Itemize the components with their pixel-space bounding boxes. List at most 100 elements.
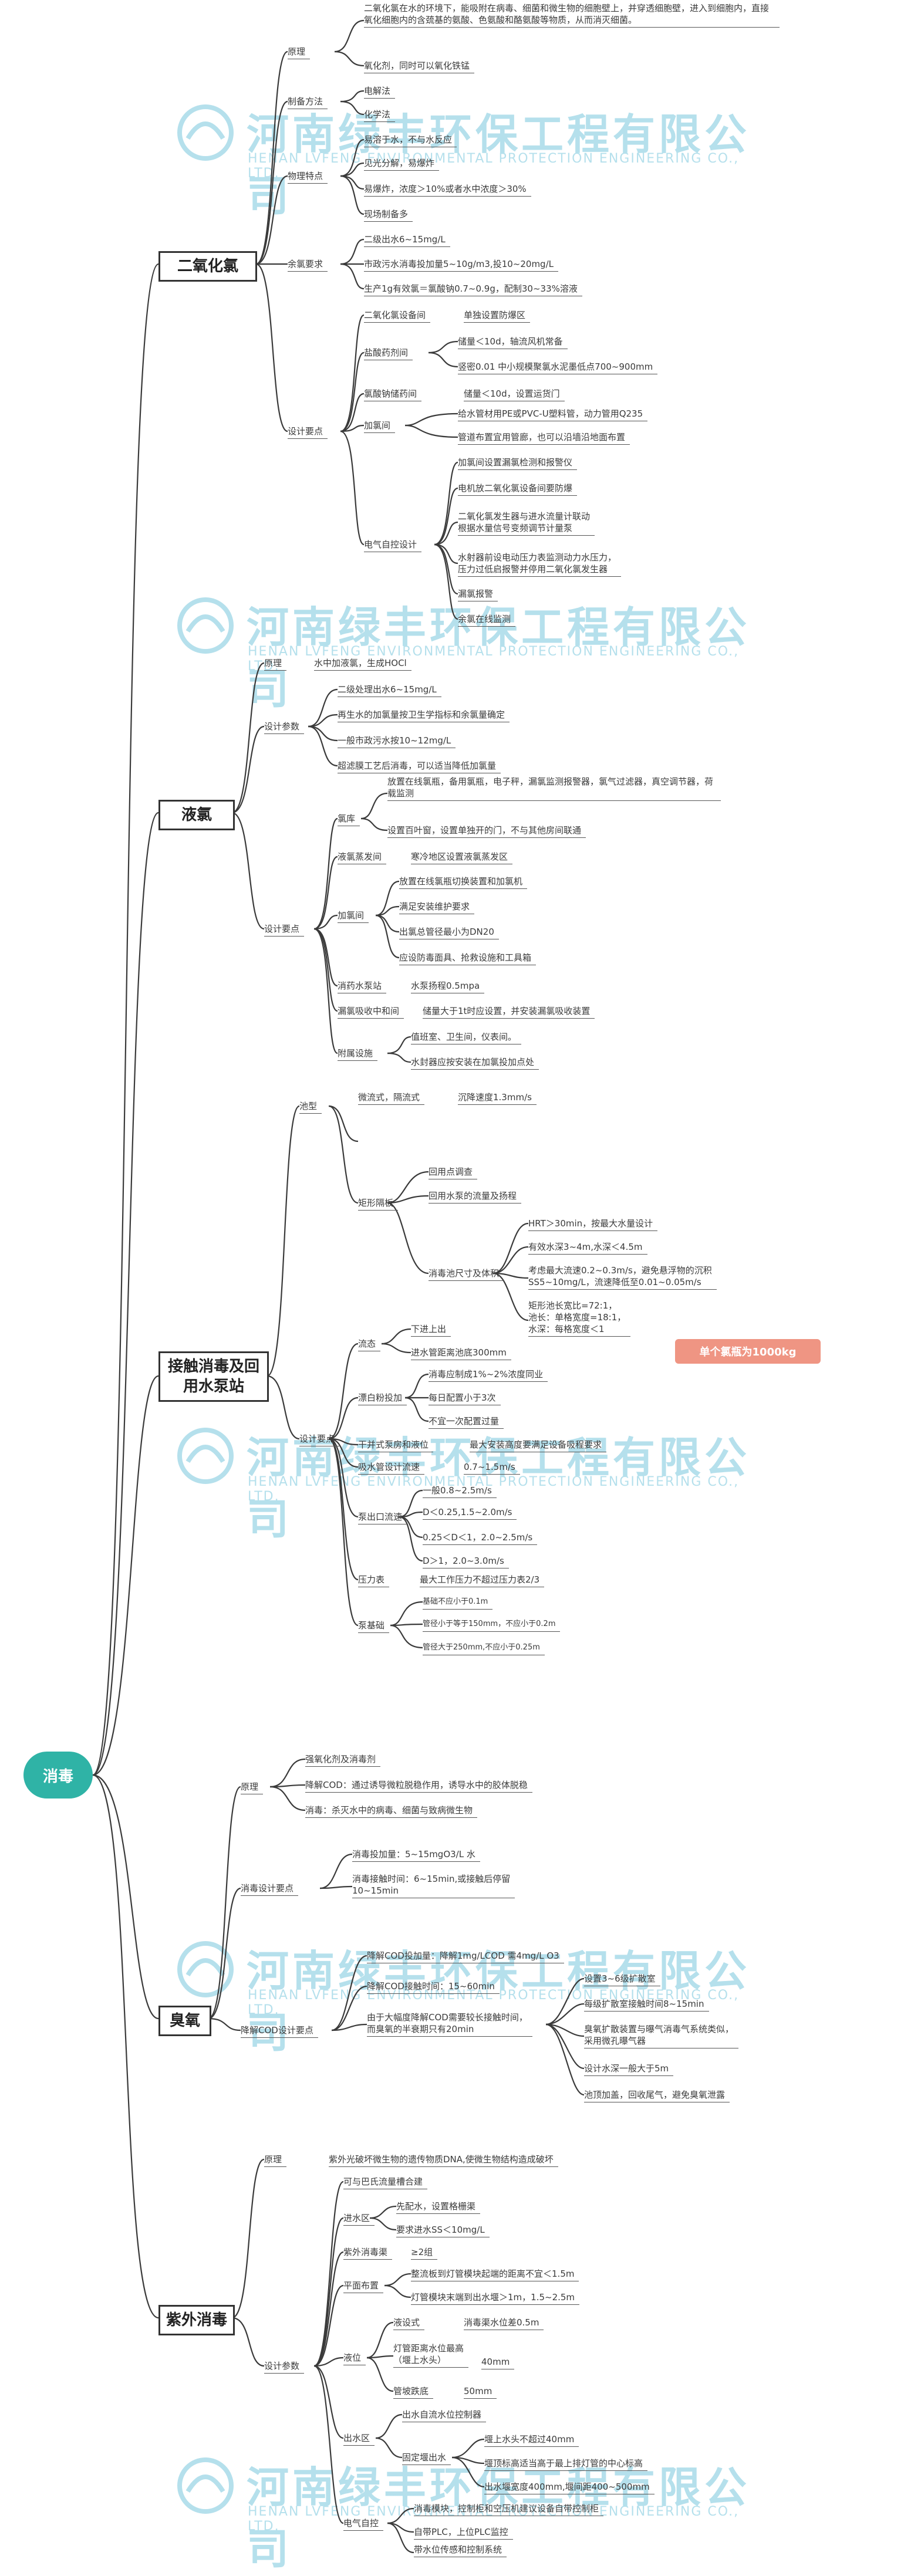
node-leak-absorb[interactable]: 漏氯吸收中和间: [338, 1005, 404, 1019]
node-electrical[interactable]: 电气自控: [343, 2517, 384, 2531]
leaf-physical-4: 现场制备多: [364, 208, 413, 222]
node-hcl-room[interactable]: 盐酸药剂间: [364, 347, 413, 360]
leaf-ozone-sub-1: 设置3~6级扩散室: [584, 1973, 660, 1986]
leaf-ozone-sub-5: 池顶加盖，回收尾气，避免臭氧泄露: [584, 2089, 730, 2102]
node-chlorine-store[interactable]: 氯库: [338, 813, 360, 826]
leaf-uv-elec-3: 带水位传感和控制系统: [414, 2544, 507, 2557]
leaf-bleach-2: 每日配置小于3次: [429, 1392, 501, 1405]
leaf-uv-flume: 可与巴氏流量槽合建: [343, 2176, 428, 2189]
leaf-aux-2: 水封器应按安装在加氯投加点处: [411, 1056, 539, 1070]
leaf-principle-text: 水中加液氯，生成HOCl: [314, 657, 411, 671]
leaf-ozone-sub-2: 每级扩散室接触时间8~15min: [584, 1998, 709, 2012]
node-pump-outlet[interactable]: 泵出口流速: [358, 1511, 407, 1524]
leaf-ozone-dose: 消毒投加量：5~15mgO3/L 水: [352, 1848, 480, 1862]
leaf-param-3: 一般市政污水按10~12mg/L: [338, 735, 456, 748]
node-equipment-room[interactable]: 二氧化氯设备间: [364, 309, 431, 323]
node-flow-type[interactable]: 微流式，隔流式: [358, 1091, 425, 1105]
leaf-size-4: 矩形池长宽比=72:1， 池长：单格宽度=18:1， 水深：每格宽度＜1: [528, 1300, 631, 1337]
node-disinfect-design[interactable]: 消毒设计要点: [241, 1882, 299, 1896]
node-preparation[interactable]: 制备方法: [288, 96, 328, 109]
main-node-clo2[interactable]: 二氧化氯: [158, 251, 257, 282]
main-node-contact-disinfection[interactable]: 接触消毒及回用水泵站: [158, 1351, 269, 1402]
leaf-param-2: 再生水的加氯量按卫生学指标和余氯量确定: [338, 709, 510, 722]
node-parameters[interactable]: 设计参数: [264, 2360, 305, 2374]
node-baffle[interactable]: 矩形隔板: [358, 1197, 399, 1211]
node-level[interactable]: 液位: [343, 2352, 366, 2365]
node-pressure-gauge[interactable]: 压力表: [358, 1574, 390, 1587]
leaf-base-1: 基础不应小于0.1m: [423, 1596, 493, 1610]
leaf-dosing-2: 管道布置宜用管廊，也可以沿墙沿地面布置: [458, 431, 630, 445]
node-auxiliary[interactable]: 附属设施: [338, 1047, 378, 1061]
node-physical[interactable]: 物理特点: [288, 170, 328, 184]
node-uv-channel[interactable]: 紫外消毒渠: [343, 2246, 393, 2260]
node-dosing-room[interactable]: 加氯间: [338, 910, 369, 923]
leaf-uv-elec-2: 自带PLC，上位PLC监控: [414, 2526, 513, 2540]
node-tank-size[interactable]: 消毒池尺寸及体积: [429, 1267, 504, 1281]
node-level-a[interactable]: 液设式: [393, 2317, 425, 2330]
root-node[interactable]: 消毒: [23, 1752, 93, 1799]
node-cod-design[interactable]: 降解COD设计要点: [241, 2024, 318, 2038]
leaf-dosing-1: 给水管材用PE或PVC-U塑料管，动力管用Q235: [458, 408, 648, 421]
node-fixed-weir[interactable]: 固定堰出水: [402, 2452, 451, 2465]
leaf-store-1: 放置在线氯瓶，备用氯瓶，电子秤，漏氯监测报警器，氯气过滤器，真空调节器，荷载监测: [387, 776, 721, 801]
leaf-bleach-3: 不宜一次配置过量: [429, 1415, 504, 1429]
node-layout[interactable]: 平面布置: [343, 2280, 384, 2293]
leaf-size-3: 考虑最大流速0.2~0.3m/s，避免悬浮物的沉积 SS5~10mg/L，流速降…: [528, 1265, 717, 1290]
node-principle[interactable]: 原理: [264, 657, 287, 671]
leaf-pressure-gauge: 最大工作压力不超过压力表2/3: [420, 1574, 545, 1587]
node-pump-base[interactable]: 泵基础: [358, 1620, 390, 1633]
leaf-residual-2: 市政污水消毒投加量5~10g/m3,投10~20mg/L: [364, 258, 558, 272]
node-principle[interactable]: 原理: [288, 46, 311, 59]
leaf-baffle-2: 回用水泵的流量及扬程: [429, 1190, 522, 1204]
leaf-dosing-1: 放置在线氯瓶切换装置和加氯机: [399, 875, 528, 889]
leaf-dosing-4: 应设防毒面具、抢救设施和工具箱: [399, 952, 537, 965]
node-inlet[interactable]: 进水区: [343, 2212, 375, 2226]
leaf-flow-type: 沉降速度1.3mm/s: [458, 1091, 537, 1105]
node-flow-state[interactable]: 流态: [358, 1338, 381, 1351]
leaf-cod-2: 降解COD接触时间：15~60min: [367, 1980, 500, 1994]
node-bleach[interactable]: 漂白粉投加: [358, 1392, 407, 1405]
leaf-residual-3: 生产1g有效氯＝氯酸钠0.7~0.9g，配制30~33%溶液: [364, 283, 582, 296]
node-parameters[interactable]: 设计参数: [264, 721, 305, 734]
node-level-c[interactable]: 管坡跌底: [393, 2385, 434, 2399]
leaf-physical-1: 易溶于水，不与水反应: [364, 134, 457, 147]
leaf-size-1: HRT＞30min，按最大水量设计: [528, 1218, 658, 1231]
node-dosing-room[interactable]: 加氯间: [364, 420, 396, 433]
node-principle[interactable]: 原理: [264, 2154, 287, 2167]
main-node-liquid-chlorine[interactable]: 液氯: [158, 800, 235, 830]
leaf-base-3: 管径大于250mm,不应小于0.25m: [423, 1642, 545, 1655]
leaf-level-a: 消毒渠水位差0.5m: [464, 2317, 544, 2330]
node-suction[interactable]: 吸水管设计流速: [358, 1461, 425, 1475]
main-node-uv[interactable]: 紫外消毒: [158, 2305, 235, 2335]
leaf-weir-3: 出水堰宽度400mm,堰间距400~500mm: [484, 2481, 655, 2494]
leaf-electrical-1: 加氯间设置漏氯检测和报警仪: [458, 457, 578, 470]
node-design[interactable]: 设计要点: [288, 425, 328, 439]
leaf-cod-3: 由于大幅度降解COD需要较长接触时间， 而臭氧的半衰期只有20min: [367, 2012, 532, 2037]
leaf-prep-chemical: 化学法: [364, 109, 396, 122]
node-level-b[interactable]: 灯管距离水位最高 （堰上水头）: [393, 2342, 469, 2368]
node-tank-type[interactable]: 池型: [299, 1100, 322, 1114]
node-residual[interactable]: 余氯要求: [288, 258, 328, 272]
main-node-ozone[interactable]: 臭氧: [158, 2006, 211, 2036]
leaf-electrical-2: 电机放二氧化氯设备间要防爆: [458, 482, 578, 496]
leaf-baffle-1: 回用点调查: [429, 1166, 478, 1179]
node-dry-pit[interactable]: 干并式泵房和液位: [358, 1439, 434, 1452]
leaf-cod-1: 降解COD投加量：降解1mg/LCOD 需4mg/L O3: [367, 1950, 564, 1963]
leaf-inlet-2: 要求进水SS＜10mg/L: [396, 2224, 490, 2237]
node-design[interactable]: 设计要点: [264, 923, 305, 937]
leaf-evaporation: 寒冷地区设置液氯蒸发区: [411, 851, 513, 864]
node-evaporation[interactable]: 液氯蒸发间: [338, 851, 387, 864]
leaf-principle-text: 二氧化氯在水的环境下，能吸附在病毒、细菌和微生物的细胞壁上，并穿透细胞壁，进入到…: [364, 2, 780, 28]
node-principle[interactable]: 原理: [241, 1781, 264, 1794]
node-design[interactable]: 设计要点: [299, 1433, 340, 1446]
node-chlorate-room[interactable]: 氯酸钠储药间: [364, 388, 422, 401]
node-pump-station[interactable]: 消药水泵站: [338, 980, 387, 993]
leaf-layout-2: 灯管模块末端到出水堰＞1m，1.5~2.5m: [411, 2291, 580, 2305]
leaf-ozone-principle-3: 消毒：杀灭水中的病毒、细菌与致病微生物: [305, 1804, 478, 1818]
node-electrical[interactable]: 电气自控设计: [364, 539, 422, 552]
node-outlet[interactable]: 出水区: [343, 2432, 375, 2446]
leaf-electrical-5: 漏氯报警: [458, 588, 498, 601]
leaf-dosing-2: 满足安装维护要求: [399, 901, 475, 914]
note-chlorine-cylinder: 单个氯瓶为1000kg: [675, 1339, 821, 1364]
